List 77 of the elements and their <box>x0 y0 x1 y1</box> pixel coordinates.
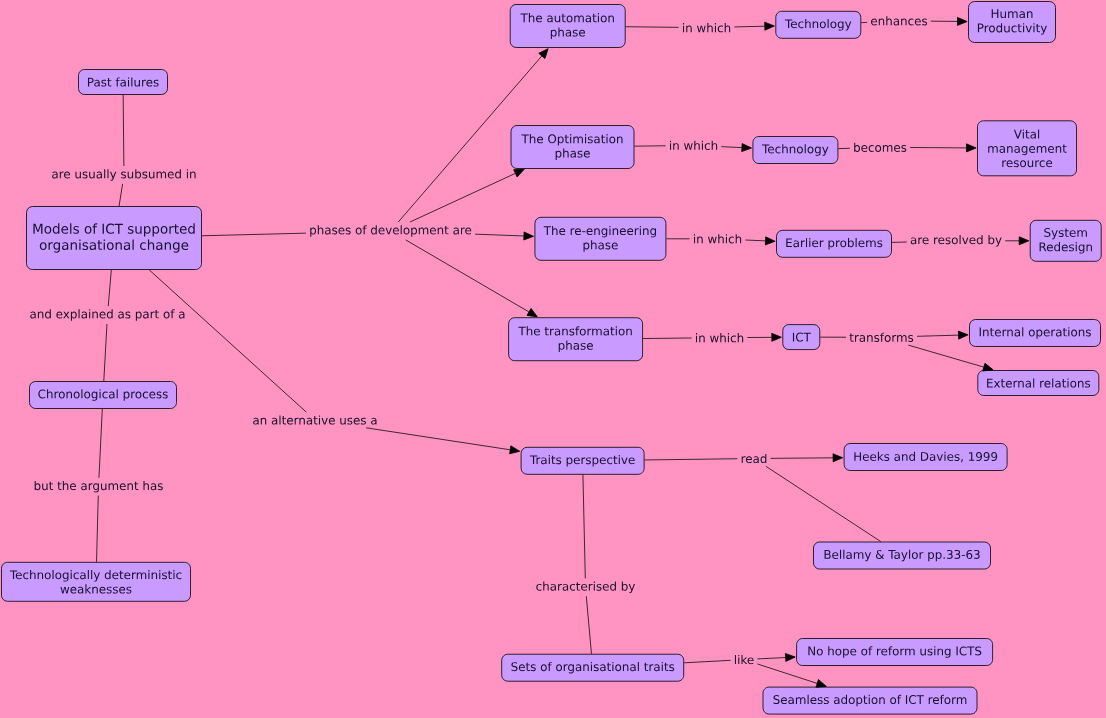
linking-phrase: phases of development are <box>310 225 472 237</box>
concept-box: Traits perspective <box>520 446 645 475</box>
concept-box: Earlier problems <box>776 229 892 258</box>
arrow <box>757 653 796 662</box>
linking-phrase: transforms <box>849 332 914 342</box>
concept-box: No hope of reform using ICTS <box>796 638 993 666</box>
concept-box: Bellamy & Taylor pp.33-63 <box>813 541 991 570</box>
concept-box: ICT <box>782 324 821 350</box>
linking-phrase: and explained as part of a <box>30 309 185 321</box>
linking-phrase: in which <box>694 234 742 244</box>
concept-box: Human Productivity <box>968 1 1056 43</box>
concept-box: Seamless adoption of ICT reform <box>762 686 978 715</box>
concept-box: The re-engineering phase <box>534 216 667 261</box>
connector-line <box>582 474 586 579</box>
concept-box: External relations <box>977 370 1100 396</box>
concept-box: The transformation phase <box>508 317 643 362</box>
connector-line <box>118 183 123 207</box>
arrow <box>916 330 969 340</box>
arrow <box>909 143 977 153</box>
arrow <box>721 143 752 152</box>
connector-line <box>148 269 307 413</box>
linking-phrase: are usually subsumed in <box>52 169 196 181</box>
arrow <box>907 344 994 372</box>
concept-box: The Optimisation phase <box>510 125 635 169</box>
arrow <box>405 239 538 318</box>
arrow <box>930 17 968 26</box>
connector-line <box>642 337 693 339</box>
linking-phrase: but the argument has <box>34 480 163 493</box>
concept-box: Vital management resource <box>977 120 1077 177</box>
linking-phrase: are resolved by <box>910 235 1002 247</box>
connector-line <box>585 595 592 655</box>
connector-line <box>765 465 882 542</box>
connector-line <box>860 22 868 24</box>
connector-line <box>201 232 307 237</box>
connector-line <box>634 145 667 147</box>
connector-line <box>625 26 680 28</box>
connector-line <box>819 336 847 338</box>
arrow <box>757 663 827 688</box>
connector-line <box>644 458 738 461</box>
arrow <box>365 427 521 455</box>
linking-phrase: characterised by <box>536 581 636 594</box>
connector-line <box>98 408 103 479</box>
linking-phrase: in which <box>683 23 731 33</box>
concept-box: Technology <box>752 136 839 164</box>
connector-line <box>683 659 731 664</box>
connector-line <box>665 238 691 240</box>
linking-phrase: enhances <box>871 16 928 26</box>
concept-box: Technology <box>775 10 862 39</box>
concept-box: The automation phase <box>509 4 626 48</box>
linking-phrase: like <box>734 655 754 665</box>
arrow <box>734 21 775 31</box>
connector-line <box>103 323 108 382</box>
concept-box: Heeks and Davies, 1999 <box>843 443 1008 471</box>
linking-phrase: in which <box>696 333 744 343</box>
arrow <box>409 168 525 223</box>
linking-phrase: an alternative uses a <box>253 415 377 425</box>
connector-line <box>107 269 112 307</box>
connector-line <box>837 147 851 149</box>
connector-line <box>122 94 125 167</box>
concept-box: Past failures <box>78 69 168 95</box>
arrow <box>1004 236 1030 246</box>
linking-phrase: becomes <box>854 142 907 152</box>
arrow <box>474 231 534 241</box>
arrow <box>745 236 776 246</box>
concept-box: System Redesign <box>1029 219 1102 262</box>
connector-line <box>96 495 99 563</box>
concept-box: Models of ICT supported organisational change <box>26 206 202 270</box>
arrow <box>397 48 549 223</box>
concept-box: Sets of organisational traits <box>501 653 685 682</box>
concept-box: Chronological process <box>29 381 177 409</box>
arrow <box>747 332 782 342</box>
concept-box: Technologically deterministic weaknesses <box>1 561 191 602</box>
concept-box: Internal operations <box>969 319 1101 347</box>
connector-line <box>891 241 908 243</box>
linking-phrase: in which <box>670 140 718 150</box>
arrow <box>770 453 844 463</box>
linking-phrase: read <box>741 453 767 464</box>
